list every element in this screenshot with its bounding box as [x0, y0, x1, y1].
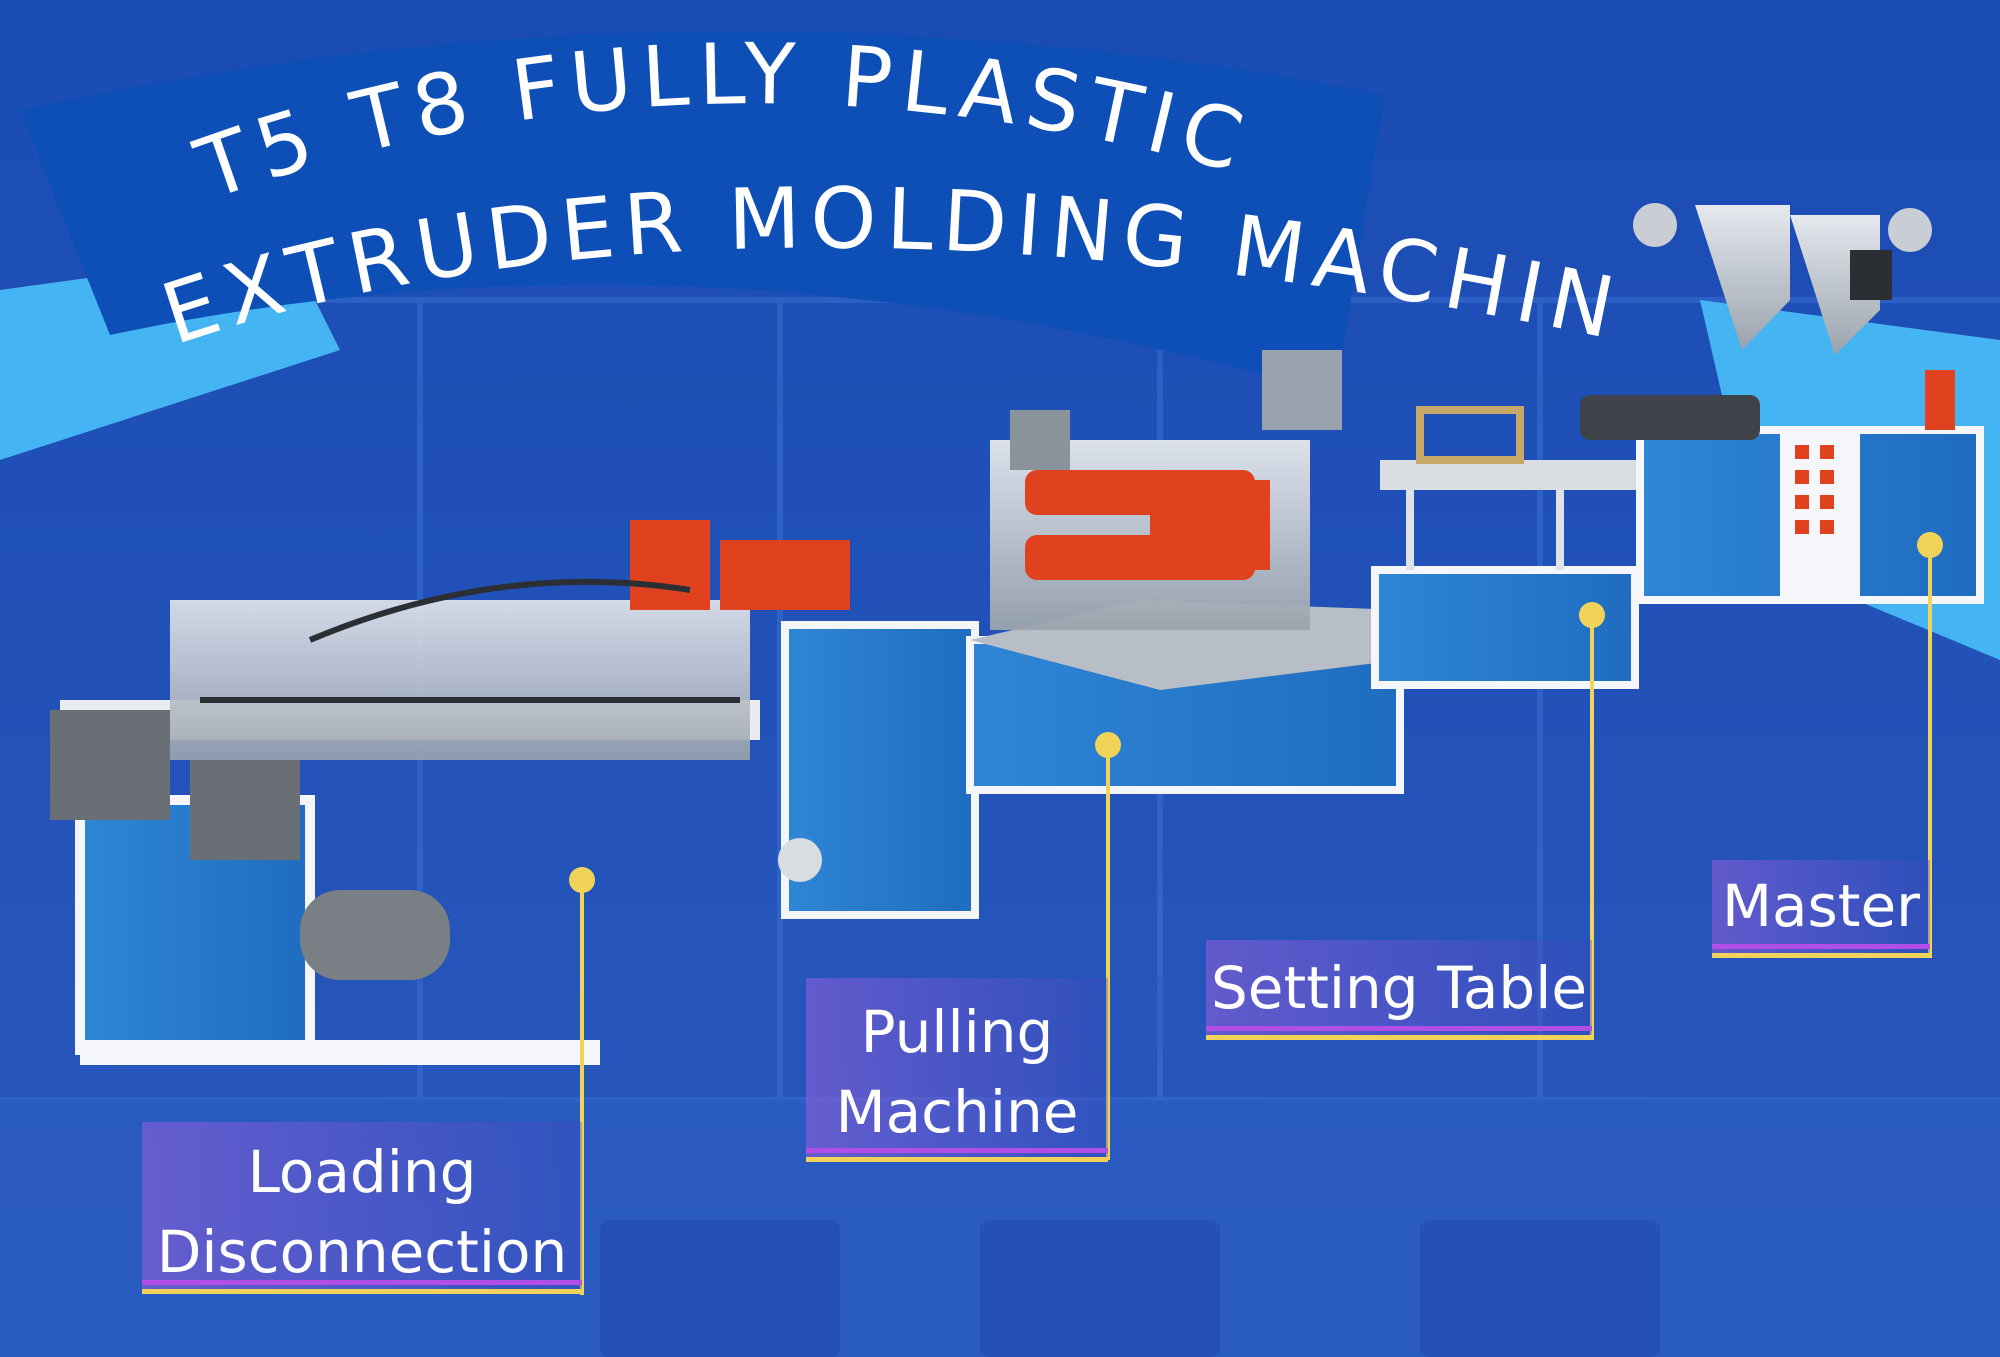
loading-disconnection-machine: [50, 520, 979, 1065]
label-loading-line-2: Disconnection: [156, 1218, 568, 1286]
label-pulling-line-1: Pulling: [860, 998, 1054, 1066]
label-setting-table: Setting Table: [1206, 940, 1592, 1040]
label-setting-table-text: Setting Table: [1210, 954, 1588, 1022]
label-master: Master: [1712, 860, 1930, 958]
master-extruder: [1580, 203, 1984, 604]
label-pulling-machine: Pulling Machine: [806, 978, 1108, 1162]
label-loading-line-1: Loading: [247, 1138, 477, 1206]
pulling-machine: [966, 350, 1404, 794]
label-master-text: Master: [1721, 872, 1921, 940]
label-loading-disconnection: Loading Disconnection: [142, 1122, 582, 1294]
leader-lines: [580, 545, 1932, 1295]
leader-dots: [569, 532, 1943, 893]
label-pulling-line-2: Machine: [835, 1078, 1079, 1146]
